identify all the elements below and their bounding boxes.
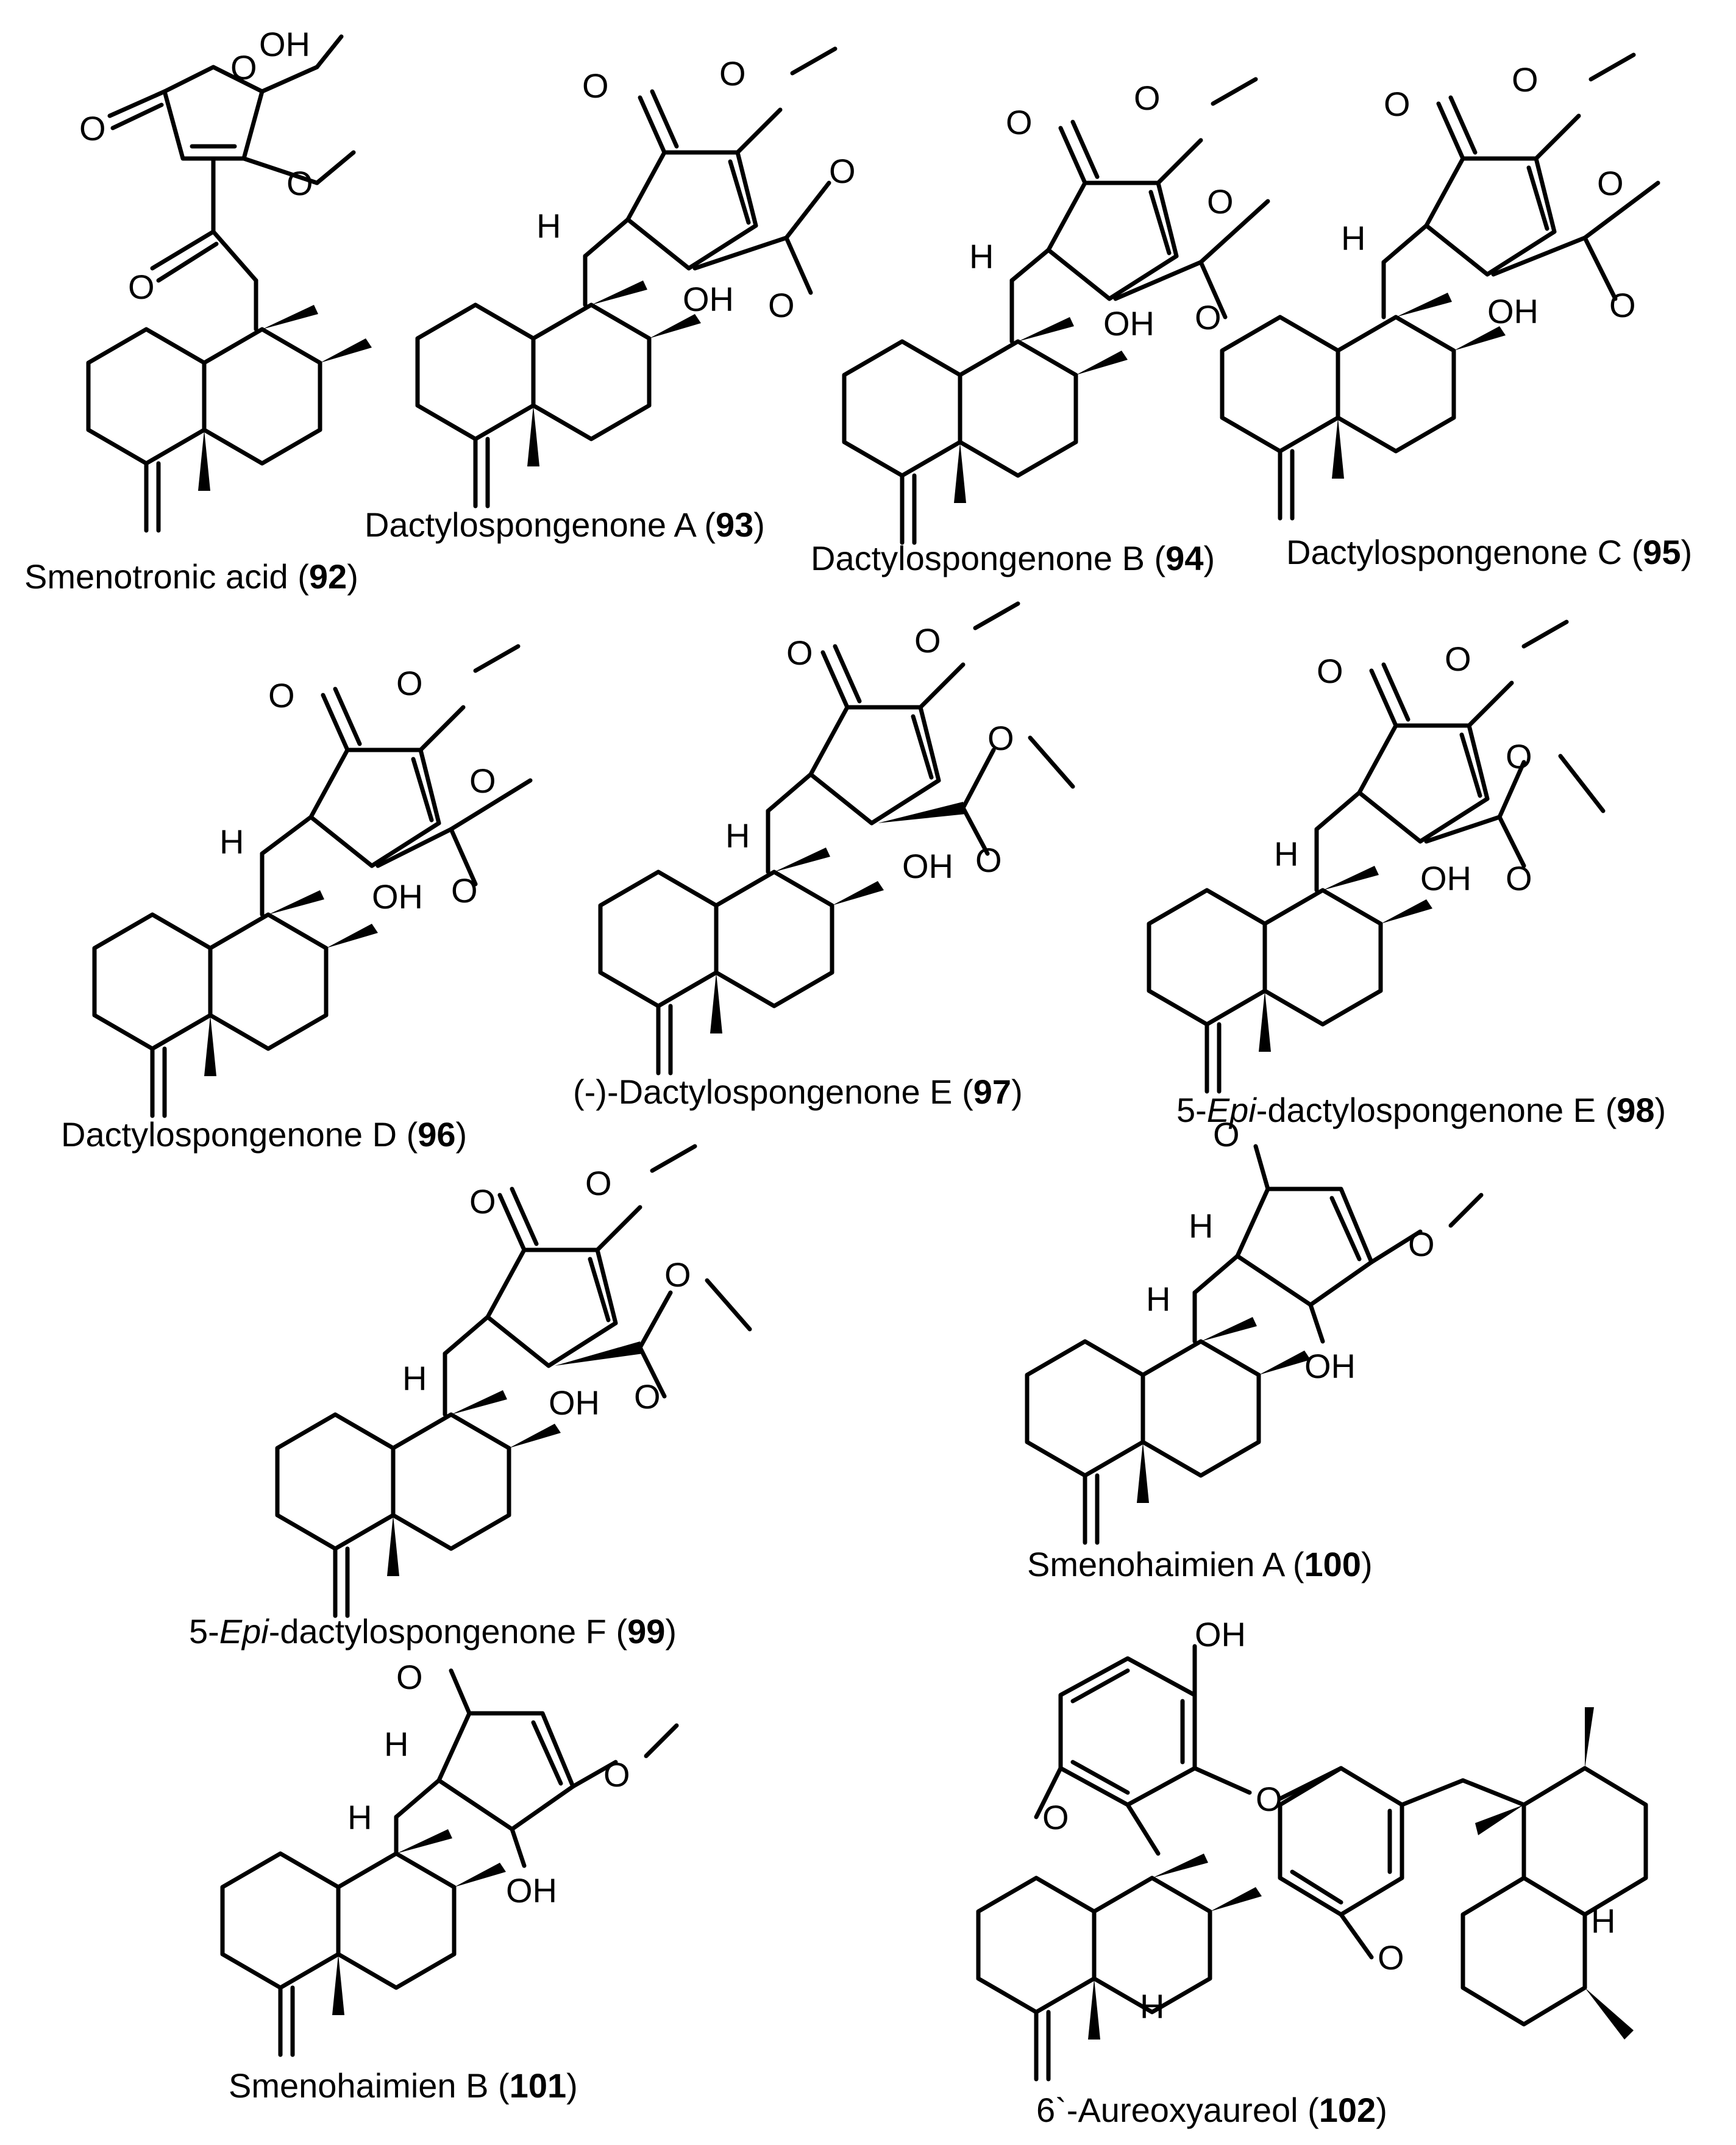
atom-O: O — [1408, 1225, 1435, 1263]
caption-100: Smenohaimien A (100) — [1027, 1545, 1373, 1583]
compound-100-structure: O O OH H H — [1027, 1115, 1484, 1543]
caption-101: Smenohaimien B (101) — [229, 2066, 578, 2105]
atom-H: H — [1591, 1902, 1615, 1940]
atom-O: O — [1006, 103, 1033, 141]
atom-H: H — [1140, 1987, 1164, 2025]
atom-OH: OH — [683, 280, 734, 318]
atom-O: O — [1384, 85, 1410, 123]
atom-O: O — [396, 664, 423, 702]
compound-101-structure: O O OH H H — [222, 1658, 679, 2055]
atom-O: O — [268, 676, 295, 715]
atom-O: O — [664, 1255, 691, 1294]
atom-O: O — [829, 152, 856, 190]
atom-H: H — [969, 237, 994, 276]
atom-O: O — [768, 286, 795, 324]
atom-O: O — [1317, 652, 1343, 690]
atom-O: O — [1256, 1780, 1282, 1818]
compound-96-structure: O O O O OH H — [94, 646, 533, 1116]
atom-O: O — [128, 268, 155, 306]
atom-O: O — [582, 66, 609, 105]
atom-O: O — [469, 1182, 496, 1221]
compound-93-structure: O O O O OH H — [418, 49, 856, 506]
compound-94-structure: O O O O OH H — [844, 79, 1270, 543]
atom-OH: OH — [1195, 1615, 1246, 1654]
atom-H: H — [1189, 1207, 1213, 1245]
atom-OH: OH — [1103, 304, 1154, 343]
atom-H: H — [402, 1359, 427, 1397]
atom-OH: OH — [1487, 292, 1539, 330]
atom-O: O — [585, 1164, 612, 1202]
caption-97: (-)-Dactylospongenone E (97) — [573, 1072, 1023, 1111]
atom-O: O — [987, 719, 1014, 757]
atom-O: O — [286, 164, 313, 202]
atom-O: O — [1195, 298, 1222, 337]
atom-OH: OH — [549, 1383, 600, 1422]
caption-94: Dactylospongenone B (94) — [811, 539, 1215, 577]
atom-O: O — [1506, 859, 1532, 898]
atom-O: O — [396, 1658, 423, 1696]
atom-H: H — [347, 1798, 372, 1836]
compound-102-structure: OH O O O H H — [978, 1615, 1648, 2079]
atom-H: H — [384, 1725, 408, 1763]
compound-99-structure: O O O O OH H — [277, 1146, 752, 1616]
atom-OH: OH — [1420, 859, 1471, 898]
atom-OH: OH — [506, 1871, 557, 1910]
atom-O: O — [914, 621, 941, 660]
atom-H: H — [219, 823, 244, 861]
atom-O: O — [1207, 182, 1234, 221]
atom-OH: OH — [1304, 1347, 1356, 1385]
atom-O: O — [786, 634, 813, 672]
atom-H: H — [536, 207, 561, 245]
atom-O: O — [1609, 286, 1636, 324]
compound-92-structure: O OH O O O — [79, 25, 372, 530]
atom-H: H — [1146, 1280, 1170, 1318]
atom-OH: OH — [902, 847, 953, 885]
caption-93: Dactylospongenone A (93) — [365, 505, 765, 544]
caption-102: 6`-Aureoxyaureol (102) — [1036, 2091, 1387, 2129]
atom-OH: OH — [372, 877, 423, 916]
caption-95: Dactylospongenone C (95) — [1286, 533, 1692, 571]
caption-96: Dactylospongenone D (96) — [61, 1115, 467, 1154]
compound-97-structure: O O O O OH H — [600, 604, 1075, 1073]
atom-O: O — [634, 1377, 661, 1416]
atom-O: O — [603, 1755, 630, 1794]
atom-O: O — [719, 54, 746, 93]
caption-92: Smenotronic acid (92) — [24, 557, 358, 596]
atom-H: H — [1341, 219, 1365, 257]
compound-95-structure: O O O O OH H — [1222, 55, 1660, 518]
atom-O: O — [451, 871, 478, 910]
atom-O: O — [1134, 79, 1161, 117]
atom-OH: OH — [259, 25, 310, 63]
atom-O: O — [975, 841, 1002, 879]
atom-O: O — [469, 762, 496, 800]
atom-O: O — [1597, 164, 1624, 202]
atom-O: O — [1506, 737, 1532, 776]
caption-98: 5-Epi-dactylospongenone E (98) — [1176, 1091, 1666, 1129]
atom-O: O — [1042, 1798, 1069, 1836]
atom-O: O — [1378, 1938, 1404, 1977]
atom-H: H — [1274, 835, 1298, 873]
atom-O: O — [79, 109, 106, 148]
atom-O: O — [1213, 1115, 1240, 1154]
caption-99: 5-Epi-dactylospongenone F (99) — [189, 1612, 677, 1651]
atom-O: O — [230, 48, 257, 87]
atom-O: O — [1445, 640, 1471, 678]
atom-O: O — [1512, 60, 1539, 99]
compound-98-structure: O O O O OH H — [1149, 622, 1606, 1091]
atom-H: H — [725, 816, 750, 855]
